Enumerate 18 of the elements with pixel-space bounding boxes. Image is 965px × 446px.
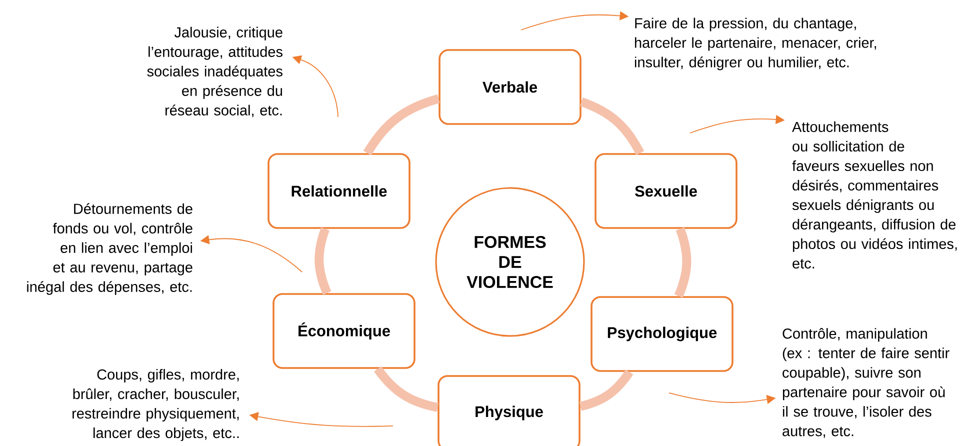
ring-segment [579, 369, 634, 411]
ring-segment [363, 94, 440, 156]
description-text: Coups, gifles, mordre, brûler, cracher, bousculer, restreindre physiquement, lancer des objets, etc.. [72, 368, 239, 441]
category-box: Économique [272, 293, 416, 369]
description-text: Détournements de fonds ou vol, contrôle en lien avec l’emploi et au revenu, partage inégal des dépenses, etc. [27, 203, 192, 295]
category-box: Physique [438, 375, 580, 446]
description-text: Jalousie, critique l’entourage, attitudes sociales inadéquates en présence du réseau social, etc. [147, 26, 282, 118]
description-text: Contrôle, manipulation (ex : tenter de faire sentir coupable), suivre son partenaire pour savoir où il se trouve, l’isoler des autres, etc. [782, 328, 950, 438]
description-text: Faire de la pression, du chantage, harceler le partenaire, menacer, crier, insulter, dénigrer ou humilier, etc. [634, 18, 876, 70]
ring-segment [314, 227, 332, 295]
category-box: Psychologique [590, 296, 734, 372]
ring-segment [674, 227, 692, 298]
category-box: Relationnelle [268, 153, 410, 229]
ring-segment [580, 98, 644, 156]
description-text: Attouchements ou sollicitation de faveurs sexuelles non désirés, commentaires sexuels dénigrants ou dérangeants, diffusion de photos ou vidéos intimes, etc. [792, 121, 957, 269]
category-box: Sexuelle [594, 153, 738, 229]
category-box: Verbale [438, 49, 582, 125]
ring-segment [374, 366, 439, 412]
